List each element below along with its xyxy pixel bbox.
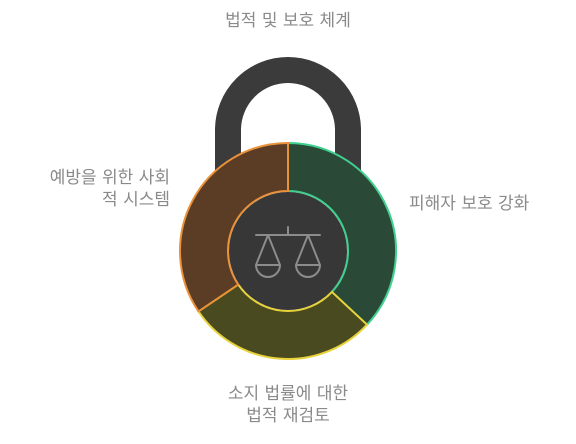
segment-victim-protection (287, 141, 397, 327)
label-legal-protection-framework: 법적 및 보호 체계 (225, 11, 351, 31)
scales-of-justice-icon (255, 226, 321, 278)
padlock-core (229, 192, 347, 310)
segment-legal-review (197, 283, 369, 360)
segment-social-system (179, 141, 289, 313)
label-victim-protection: 피해자 보호 강화 (409, 194, 530, 214)
label-legal-review: 소지 법률에 대한 법적 재검토 (227, 384, 349, 426)
padlock-shackle (215, 57, 361, 172)
label-prevention-social-system: 예방을 위한 사회 적 시스템 (49, 168, 170, 210)
